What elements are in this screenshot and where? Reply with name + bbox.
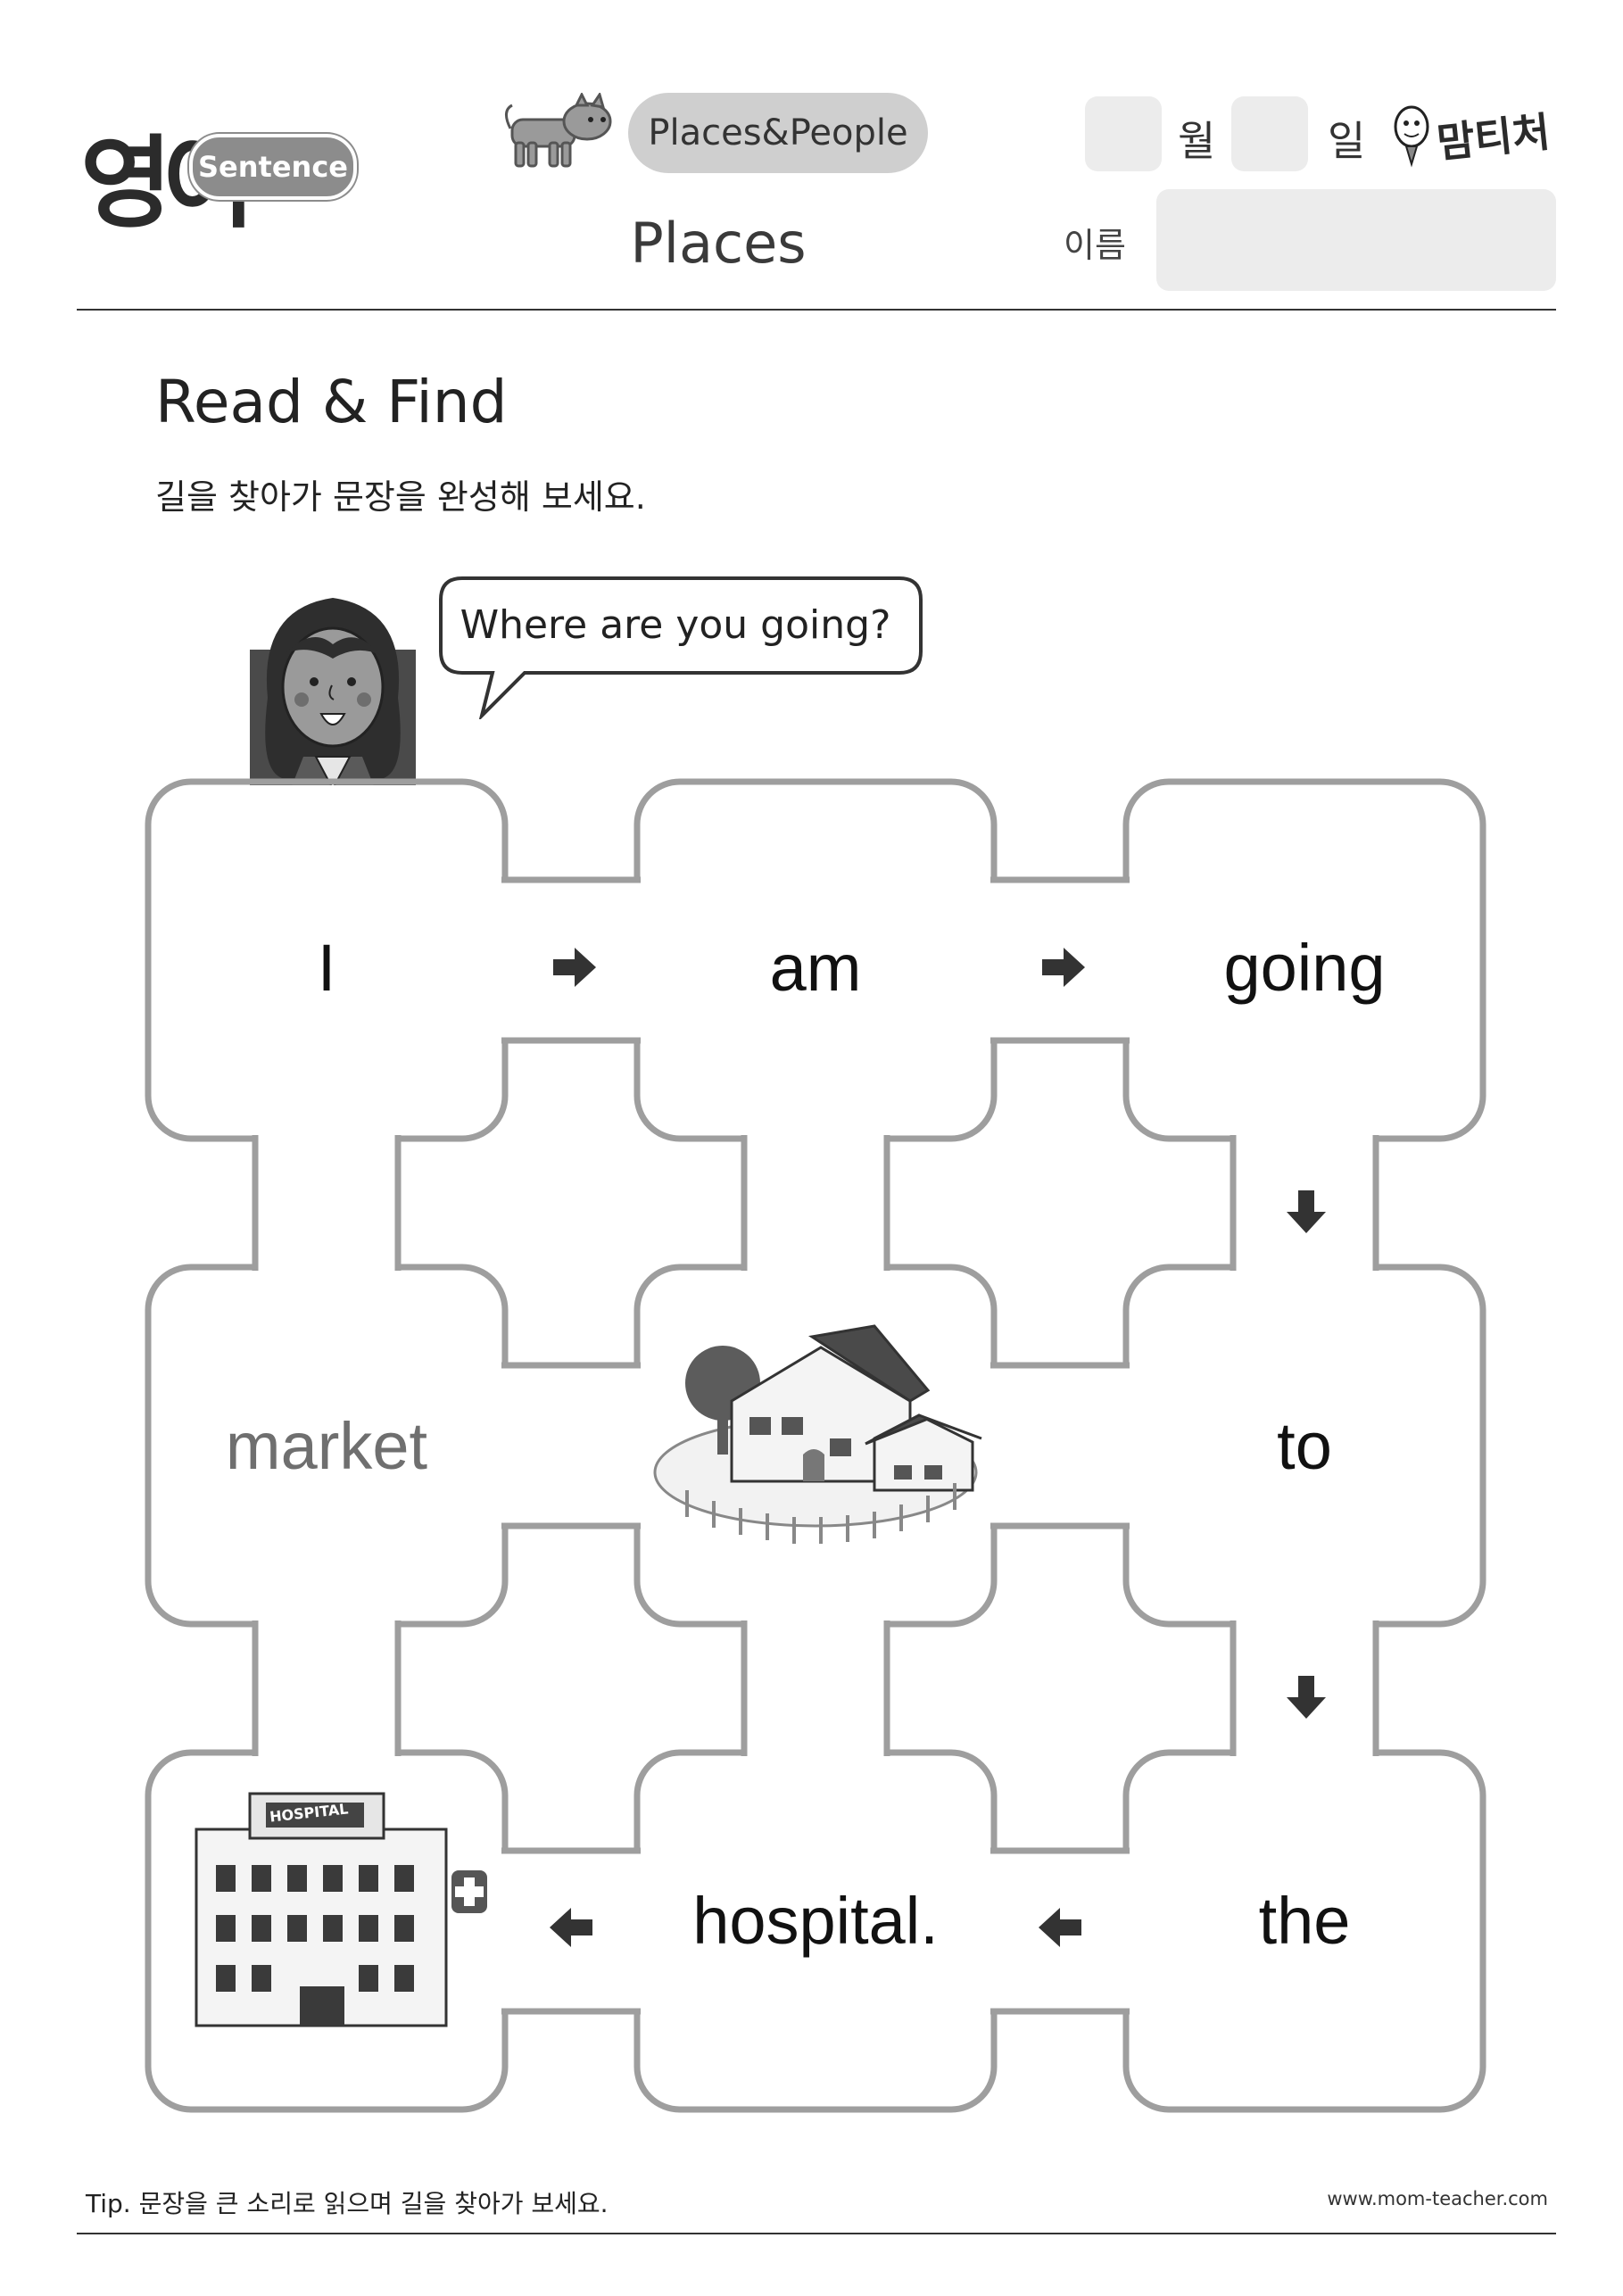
month-input-box[interactable] xyxy=(1085,96,1162,171)
month-label: 월 xyxy=(1178,117,1216,165)
activity-title: Read & Find xyxy=(155,368,508,436)
day-label: 일 xyxy=(1328,117,1366,165)
speech-bubble-text: Where are you going? xyxy=(460,602,891,648)
pencil-mascot-icon xyxy=(1394,105,1429,168)
footer-website: www.mom-teacher.com xyxy=(1327,2188,1548,2209)
day-input-box[interactable] xyxy=(1231,96,1308,171)
activity-instruction: 길을 찾아가 문장을 완성해 보세요. xyxy=(155,477,646,517)
header-divider xyxy=(77,309,1556,311)
maze-word-am[interactable]: am xyxy=(769,931,862,1005)
maze-word-i[interactable]: I xyxy=(317,931,336,1005)
logo-sentence-badge: Sentence xyxy=(189,134,357,200)
brand-text: 맘티처 xyxy=(1434,107,1553,168)
maze-board xyxy=(145,778,1486,2113)
topic-badge: Places&People xyxy=(628,93,928,173)
maze-word-the[interactable]: the xyxy=(1258,1884,1351,1958)
brand-logo: 맘티처 xyxy=(1388,96,1567,168)
name-label: 이름 xyxy=(1064,226,1126,265)
hospital-illustration xyxy=(195,1792,487,2027)
maze-word-to[interactable]: to xyxy=(1277,1409,1332,1483)
name-input-box[interactable] xyxy=(1156,189,1556,291)
speech-bubble xyxy=(439,576,923,719)
maze-word-hospital[interactable]: hospital. xyxy=(692,1884,939,1958)
footer-tip: Tip. 문장을 큰 소리로 읽으며 길을 찾아가 보세요. xyxy=(86,2189,609,2218)
maze-word-market[interactable]: market xyxy=(225,1409,428,1483)
maze-word-going[interactable]: going xyxy=(1223,931,1386,1005)
footer-divider xyxy=(77,2233,1556,2234)
dog-icon xyxy=(505,93,612,168)
page-title: Places xyxy=(630,211,807,276)
house-illustration xyxy=(653,1324,982,1544)
